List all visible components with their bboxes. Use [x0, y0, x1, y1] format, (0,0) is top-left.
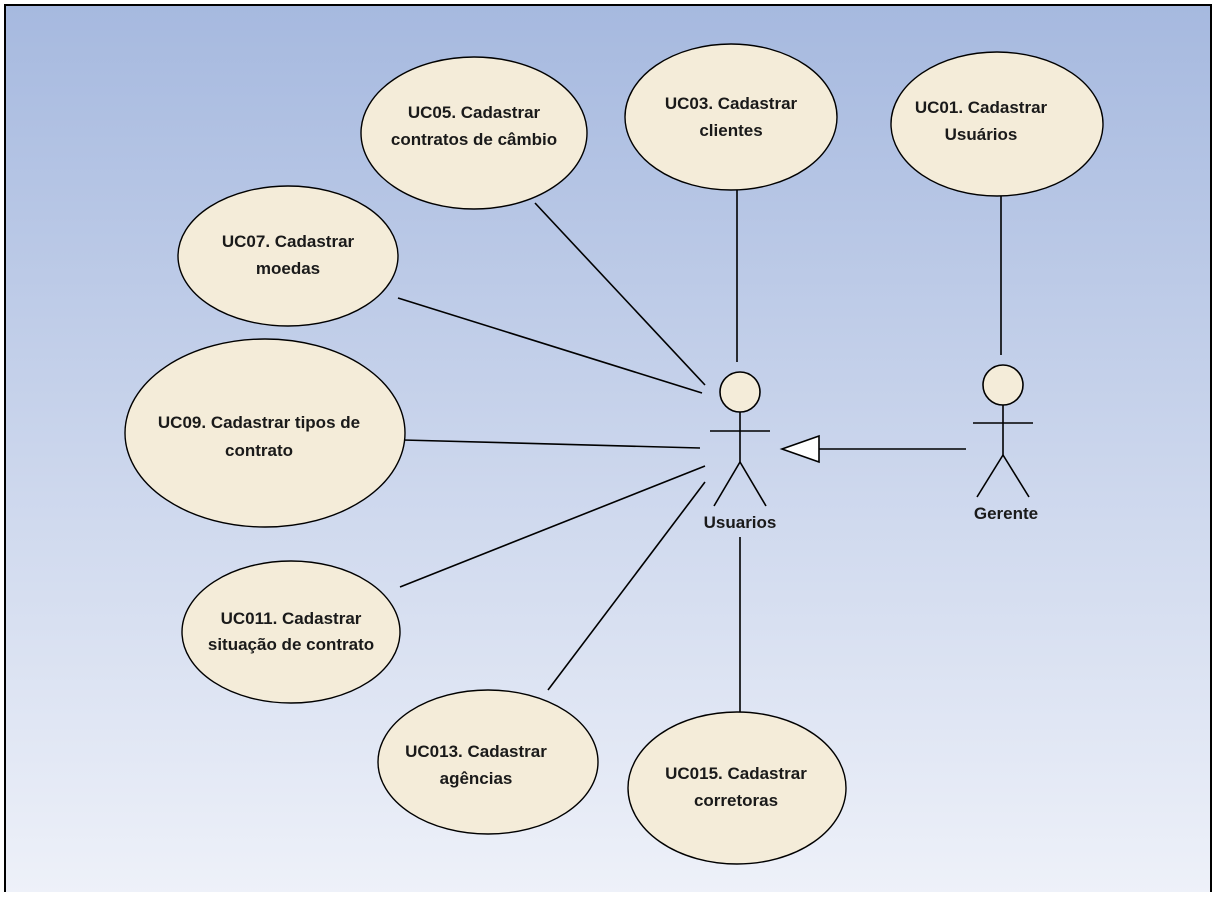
use-case-uc01[interactable]: UC01. Cadastrar Usuários: [890, 51, 1104, 197]
actor-gerente-label: Gerente: [974, 504, 1038, 523]
generalization-gerente-usuarios: [779, 434, 966, 464]
use-case-uc07-line2: moedas: [256, 259, 320, 278]
use-case-uc011-line2: situação de contrato: [208, 635, 374, 654]
association-uc011: [399, 465, 706, 588]
use-case-uc013-line1: UC013. Cadastrar: [405, 742, 547, 761]
use-case-uc07-line1: UC07. Cadastrar: [222, 232, 355, 251]
use-case-uc011[interactable]: UC011. Cadastrar situação de contrato: [181, 560, 401, 704]
actor-usuarios-label: Usuarios: [704, 513, 777, 532]
use-case-uc01-line1: UC01. Cadastrar: [915, 98, 1048, 117]
actor-gerente-head-icon: [982, 364, 1024, 406]
use-case-uc09-line1: UC09. Cadastrar tipos de: [158, 413, 360, 432]
use-case-uc015[interactable]: UC015. Cadastrar corretoras: [627, 711, 847, 865]
use-case-uc07[interactable]: UC07. Cadastrar moedas: [177, 185, 399, 327]
use-case-uc09-line2: contrato: [225, 441, 293, 460]
actor-usuarios-left-leg: [713, 461, 741, 507]
use-case-uc013[interactable]: UC013. Cadastrar agências: [377, 689, 599, 835]
use-case-uc015-line1: UC015. Cadastrar: [665, 764, 807, 783]
use-case-uc05-line2: contratos de câmbio: [391, 130, 557, 149]
use-case-uc011-line1: UC011. Cadastrar: [221, 609, 362, 628]
use-case-uc05[interactable]: UC05. Cadastrar contratos de câmbio: [360, 56, 588, 210]
actor-gerente-left-leg: [976, 454, 1004, 498]
association-uc05: [534, 202, 706, 386]
use-case-uc015-line2: corretoras: [694, 791, 778, 810]
associations: [397, 190, 1002, 712]
association-uc07: [397, 297, 703, 394]
use-case-uc03[interactable]: UC03. Cadastrar clientes: [624, 43, 838, 191]
use-case-uc01-line2: Usuários: [945, 125, 1018, 144]
actor-gerente-right-leg: [1002, 454, 1030, 498]
generalization-arrowhead: [779, 434, 820, 464]
use-case-uc013-line2: agências: [440, 769, 513, 788]
use-case-uc03-line2: clientes: [699, 121, 762, 140]
actor-usuarios-right-leg: [739, 461, 767, 507]
association-uc013: [547, 481, 706, 691]
actor-gerente[interactable]: Gerente: [973, 364, 1038, 523]
actor-usuarios-head-icon: [719, 371, 761, 413]
use-case-uc03-line1: UC03. Cadastrar: [665, 94, 798, 113]
actor-usuarios[interactable]: Usuarios: [704, 371, 777, 532]
use-case-uc09[interactable]: UC09. Cadastrar tipos de contrato: [124, 338, 406, 528]
association-uc09: [402, 439, 701, 449]
use-case-uc05-line1: UC05. Cadastrar: [408, 103, 541, 122]
